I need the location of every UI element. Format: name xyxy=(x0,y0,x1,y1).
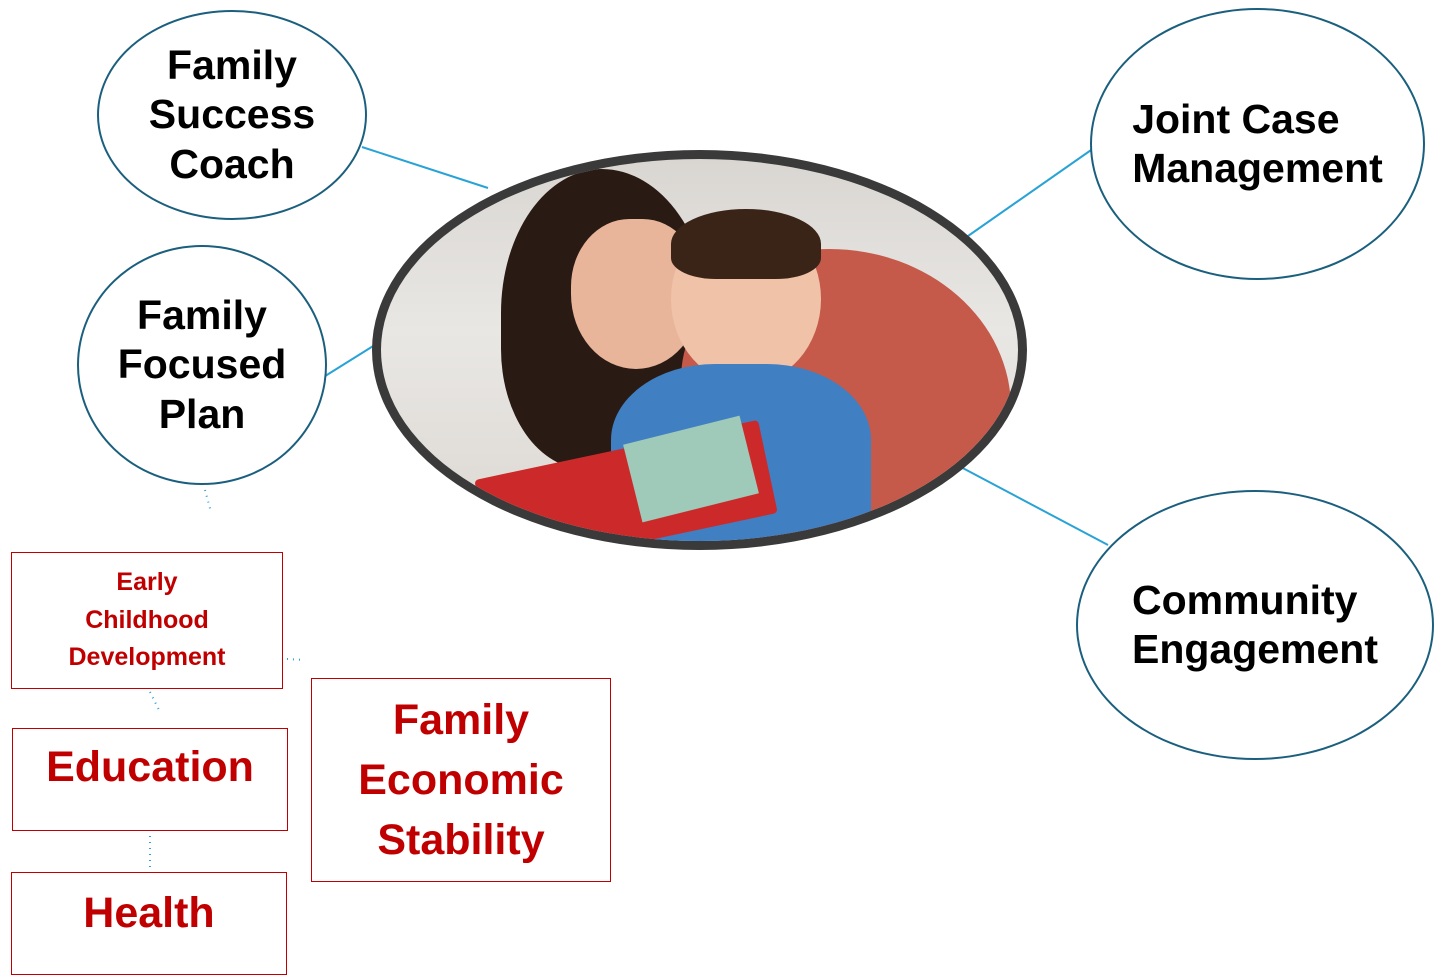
connector-joint-to-photo xyxy=(967,147,1095,237)
early-childhood-development-box: Early Childhood Development xyxy=(11,552,283,689)
family-success-coach-label: Family Success Coach xyxy=(148,42,316,187)
early-childhood-development-label: Early Childhood Development xyxy=(68,568,226,672)
family-focused-plan-bubble: Family Focused Plan xyxy=(77,245,327,485)
joint-case-management-bubble: Joint Case Management xyxy=(1090,8,1425,280)
family-economic-stability-label: Family Economic Stability xyxy=(358,695,564,865)
family-focused-plan-label: Family Focused Plan xyxy=(117,292,287,437)
health-box: Health xyxy=(11,872,287,975)
community-engagement-label: Community Engagement xyxy=(1131,576,1379,672)
dotted-early-to-education xyxy=(149,691,161,713)
mother-reading-book-to-baby-photo xyxy=(381,159,1018,541)
education-box: Education xyxy=(12,728,288,831)
connector-plan-to-photo xyxy=(321,342,379,379)
dotted-plan-to-early xyxy=(204,489,212,513)
education-label: Education xyxy=(46,743,254,791)
health-label: Health xyxy=(83,889,215,937)
joint-case-management-label: Joint Case Management xyxy=(1132,95,1383,191)
central-photo-frame xyxy=(372,150,1027,550)
family-economic-stability-box: Family Economic Stability xyxy=(311,678,611,882)
community-engagement-bubble: Community Engagement xyxy=(1076,490,1434,760)
connector-coach-to-photo xyxy=(361,146,489,189)
baby-hair xyxy=(671,209,821,279)
family-success-coach-bubble: Family Success Coach xyxy=(97,10,367,220)
dotted-early-to-economic xyxy=(286,658,306,661)
